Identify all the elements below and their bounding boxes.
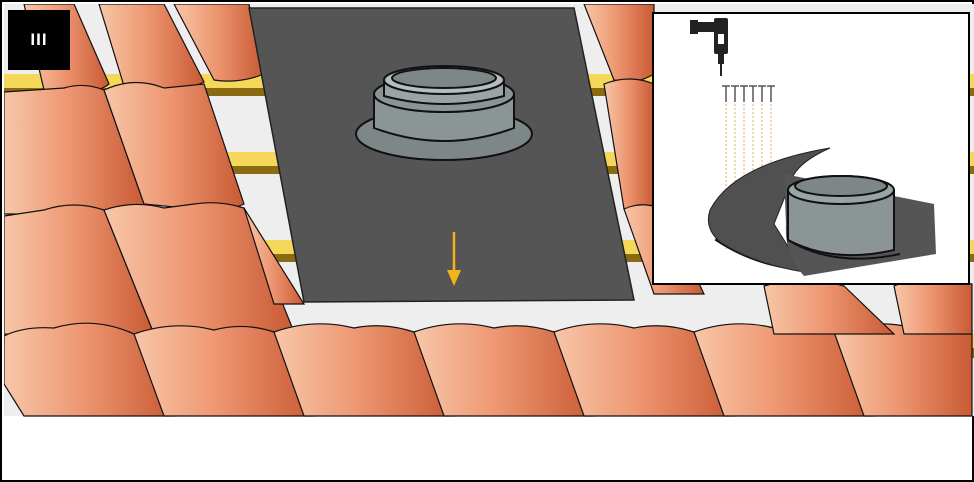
step-badge: III xyxy=(8,10,70,70)
inset-collar xyxy=(784,174,936,276)
inset-illustration xyxy=(654,14,968,283)
screws xyxy=(722,86,775,102)
drill-icon xyxy=(690,18,728,76)
detail-inset xyxy=(652,12,970,285)
flashing-sheet xyxy=(249,8,634,302)
